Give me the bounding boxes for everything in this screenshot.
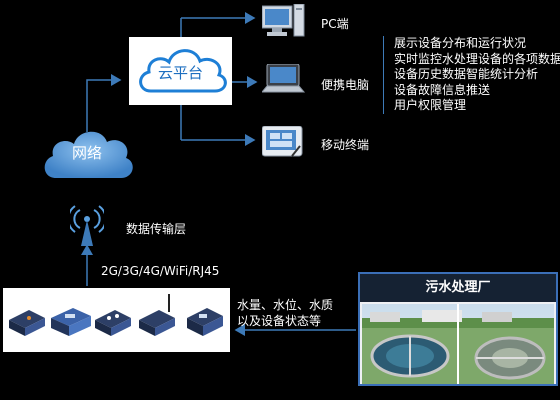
- gateway-device-icon: [9, 310, 45, 336]
- terminal-mobile-label: 移动终端: [321, 138, 370, 152]
- data-transfer-layer-label: 数据传输层: [126, 222, 187, 236]
- feature-item: 展示设备分布和运行状况: [394, 36, 527, 50]
- network-cloud: 网络: [38, 120, 136, 186]
- cloud-platform-label: 云平台: [157, 64, 203, 82]
- laptop-icon: [260, 63, 306, 93]
- feature-item: 实时监控水处理设备的各项数据: [394, 51, 560, 66]
- feature-list: 展示设备分布和运行状况 实时监控水处理设备的各项数据 设备历史数据智能统计分析 …: [383, 36, 560, 114]
- mobile-terminal-icon: [261, 125, 303, 157]
- terminal-pc-label: PC端: [321, 17, 349, 31]
- sensor-data-label-line2: 以及设备状态等: [237, 314, 322, 328]
- terminal-laptop-label: 便携电脑: [321, 78, 370, 92]
- terminal-pc: [261, 3, 306, 46]
- gateway-device-icon: [51, 308, 91, 336]
- protocols-label: 2G/3G/4G/WiFi/RJ45: [101, 264, 220, 278]
- terminal-mobile: [261, 125, 306, 166]
- feature-item: 设备历史数据智能统计分析: [394, 67, 539, 81]
- device-gateways-box: [3, 288, 230, 352]
- feature-item: 用户权限管理: [394, 98, 467, 112]
- antenna-icon: [70, 205, 104, 246]
- network-cloud-icon: [44, 131, 133, 178]
- sewage-plant-photo: [362, 304, 554, 384]
- network-to-platform-line: [86, 74, 122, 132]
- feature-item: 设备故障信息推送: [394, 82, 491, 97]
- sewage-plant-panel: 污水处理厂: [358, 272, 558, 386]
- gateway-device-icon: [139, 294, 175, 336]
- gateway-device-icon: [187, 308, 223, 336]
- sensor-data-label-line1: 水量、水位、水质: [237, 298, 334, 312]
- cloud-platform-icon: [139, 49, 227, 93]
- sewage-plant-title: 污水处理厂: [360, 274, 556, 302]
- network-label: 网络: [71, 144, 102, 162]
- terminal-laptop: [260, 63, 306, 102]
- gateway-devices: [9, 294, 223, 336]
- cloud-platform-box: 云平台: [129, 37, 232, 105]
- desktop-pc-icon: [261, 3, 305, 37]
- gateway-device-icon: [95, 310, 131, 336]
